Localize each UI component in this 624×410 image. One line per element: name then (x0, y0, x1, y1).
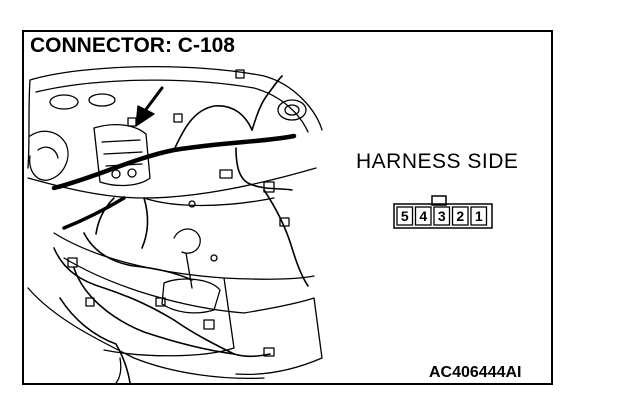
pin-number: 4 (419, 208, 427, 224)
harness-side-label: HARNESS SIDE (356, 150, 519, 173)
pin-cell (396, 206, 414, 226)
pin-number: 1 (475, 208, 483, 224)
pin-cell (451, 206, 469, 226)
pin-number: 3 (438, 208, 446, 224)
connector-body (393, 203, 493, 229)
connector-latch (431, 195, 447, 206)
pin-number: 5 (401, 208, 409, 224)
dashboard-harness-illustration (27, 65, 323, 383)
pin-number: 2 (456, 208, 464, 224)
pin-cell (414, 206, 432, 226)
figure-code: AC406444AI (429, 364, 522, 381)
pin-cell (470, 206, 488, 226)
connector-title: CONNECTOR: C-108 (30, 34, 235, 57)
pin-cell (433, 206, 451, 226)
